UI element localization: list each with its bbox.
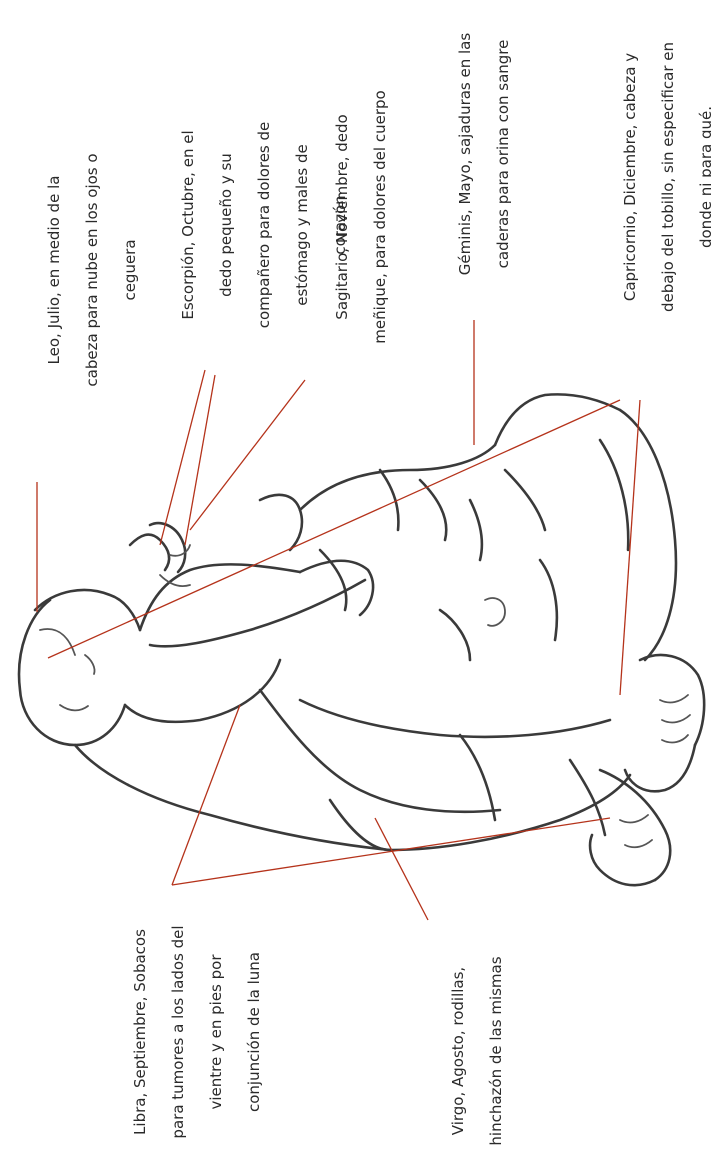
- leader-line-virgo: [375, 818, 428, 920]
- leader-line-libra-b: [172, 818, 610, 885]
- label-virgo: Virgo, Agosto, rodillas, hinchazón de la…: [430, 938, 525, 1164]
- label-leo: Leo, Julio, en medio de la cabeza para n…: [26, 110, 159, 430]
- body-outline: [19, 394, 704, 885]
- label-geminis: Géminis, Mayo, sajaduras en las caderas …: [437, 0, 532, 310]
- leader-line-capricornio-a: [48, 400, 620, 658]
- label-libra: Libra, Septiembre, Sobacos para tumores …: [112, 900, 283, 1164]
- label-sagitario: Sagitario, Noviembre, dedo meñique, para…: [314, 72, 409, 362]
- leader-line-sagitario: [190, 380, 305, 530]
- leader-line-libra-a: [172, 705, 240, 885]
- leader-line-capricornio-b: [620, 400, 640, 695]
- label-capricornio: Capricornio, Diciembre, cabeza y debajo …: [602, 2, 711, 352]
- leader-line-escorpion-b: [185, 375, 215, 545]
